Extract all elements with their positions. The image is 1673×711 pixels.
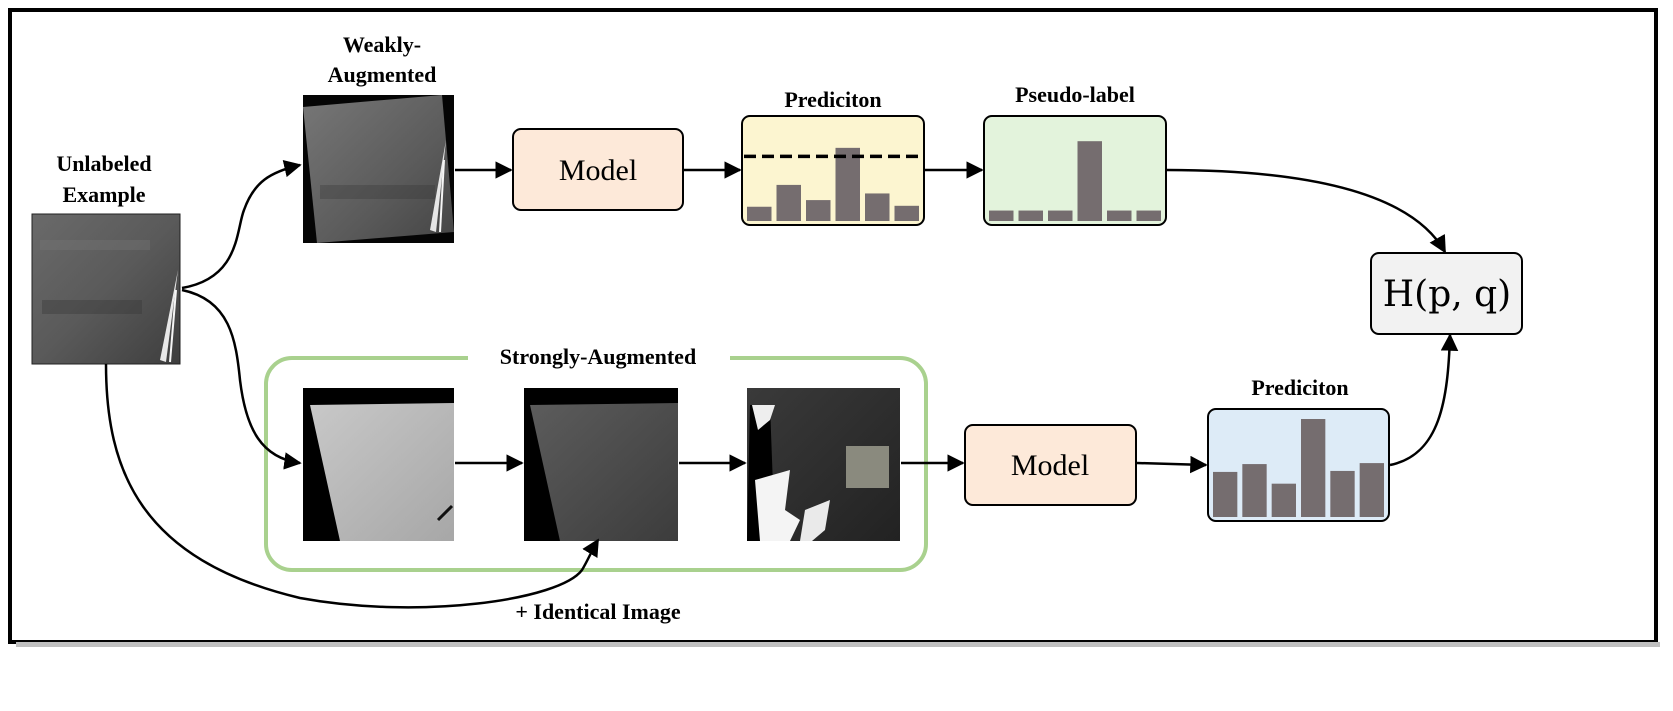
pseudo-label-label: Pseudo-label (1015, 82, 1135, 107)
weak-image (303, 95, 454, 243)
strong-image-3 (747, 388, 900, 541)
prediction-top-label: Prediciton (784, 87, 881, 112)
prediction-top-bar (776, 184, 801, 221)
arrow-to-strong (181, 288, 302, 470)
loss-text: H(p, q) (1383, 274, 1511, 315)
model-top-text: Model (559, 154, 637, 187)
loss-box: H(p, q) (1370, 252, 1523, 335)
prediction-bottom-bar (1271, 483, 1296, 517)
strong-group-label: Strongly-Augmented (500, 344, 696, 369)
prediction-bottom-bar (1359, 463, 1384, 517)
prediction-top-bar (894, 205, 919, 221)
identical-image-label: + Identical Image (515, 599, 681, 624)
cutout-patch (846, 446, 889, 488)
prediction-bottom-bar (1242, 464, 1267, 517)
model-bottom-text: Model (1011, 449, 1089, 482)
weak-label-line2: Augmented (328, 62, 437, 87)
pseudo-label-panel (983, 115, 1167, 226)
arrow-model-prediction-bottom (1136, 455, 1208, 474)
prediction-bottom-bar (1213, 471, 1238, 517)
strong-image-2 (524, 388, 678, 541)
prediction-top-bar (747, 206, 772, 221)
unlabeled-label-line2: Example (62, 182, 145, 207)
prediction-bottom-label: Prediciton (1251, 375, 1348, 400)
prediction-bottom-bar (1330, 470, 1355, 517)
arrow-prediction-loss (1389, 333, 1459, 467)
strong-group-label-gap (468, 346, 730, 370)
unlabeled-label-line1: Unlabeled (56, 151, 151, 176)
pseudo-label-bar (1048, 210, 1073, 221)
arrow-to-weak (181, 160, 302, 290)
pseudo-label-bar (1018, 210, 1043, 221)
model-bottom-box: Model (964, 424, 1137, 506)
arrow-pseudo-loss (1166, 168, 1447, 254)
prediction-bottom-panel (1207, 408, 1390, 522)
prediction-top-bar (865, 193, 890, 221)
pseudo-label-bar (1107, 210, 1132, 221)
outer-frame-shadow (16, 642, 1660, 647)
pseudo-label-bar (1136, 210, 1161, 221)
weak-label-line1: Weakly- (343, 32, 421, 57)
pseudo-label-bar (989, 210, 1014, 221)
prediction-top-panel (741, 115, 925, 226)
unlabeled-image (31, 213, 181, 365)
model-top-box: Model (512, 128, 684, 211)
prediction-bottom-bar (1301, 419, 1326, 517)
prediction-top-bar (835, 147, 860, 221)
arrow-identical (104, 363, 600, 609)
strong-image-1 (303, 388, 454, 541)
prediction-top-bar (806, 200, 831, 221)
pseudo-label-bar (1077, 141, 1102, 221)
